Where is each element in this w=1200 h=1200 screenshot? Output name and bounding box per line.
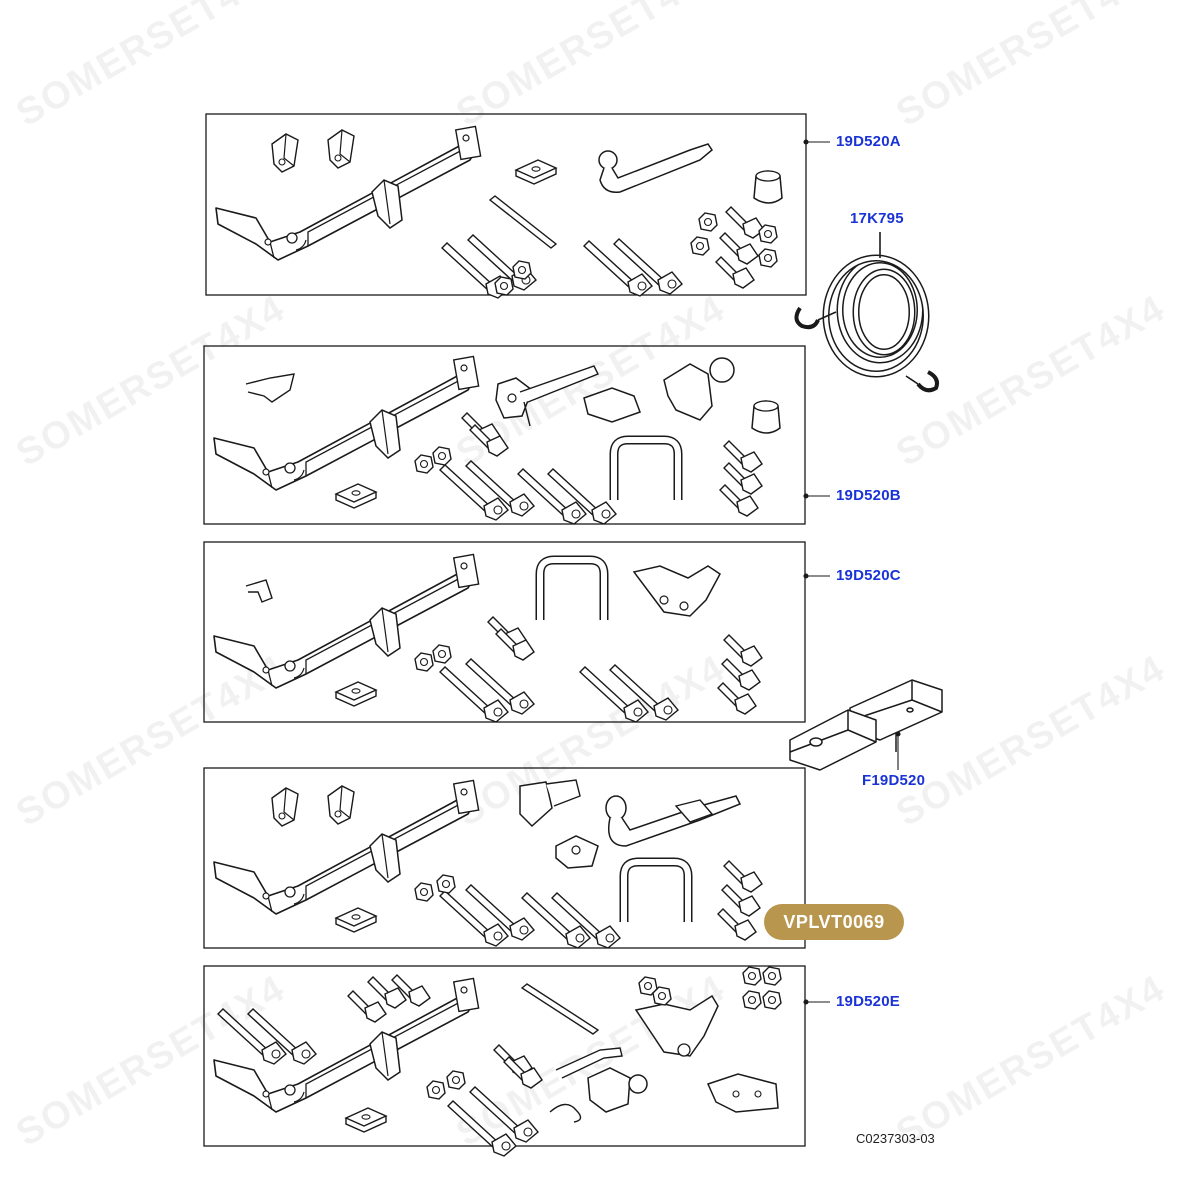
callout-receiver: F19D520 [862,772,926,789]
kit-d-parts [213,779,763,949]
leader-lines [803,139,901,1005]
kit-c-parts [213,553,763,723]
callout-kit-c: 19D520C [836,567,901,584]
kit-c-panel [203,541,806,723]
callout-kit-a: 19D520A [836,133,901,150]
kit-a-parts [215,125,783,299]
kit-d-panel [203,767,806,949]
callout-kit-e: 19D520E [836,993,900,1010]
part-code-badge: VPLVT0069 [764,904,904,940]
callout-kit-b: 19D520B [836,487,901,504]
kit-b-parts [213,355,781,525]
kit-b-panel [203,345,806,525]
callout-tow-rope: 17K795 [850,210,904,227]
receiver-part [789,679,943,771]
kit-e-parts [213,966,782,1157]
tow-rope [794,232,939,393]
drawing-code: C0237303-03 [856,1131,935,1146]
